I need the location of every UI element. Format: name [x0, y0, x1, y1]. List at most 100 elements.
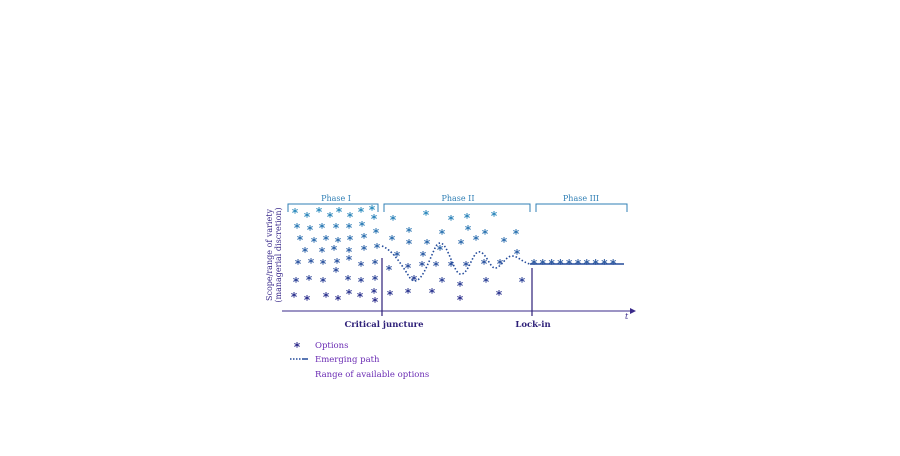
option-asterisk: *	[323, 233, 330, 247]
option-asterisk: *	[448, 213, 455, 227]
legend: * Options Emerging path Range of availab…	[290, 340, 429, 380]
option-asterisk: *	[295, 257, 302, 271]
option-asterisk: *	[319, 245, 326, 259]
phase-3-bracket	[535, 203, 628, 212]
option-asterisk: *	[424, 237, 431, 251]
option-asterisk: *	[359, 219, 366, 233]
y-axis-label-line-2: (managerial discretion)	[274, 207, 283, 302]
option-asterisk: *	[311, 235, 318, 249]
option-asterisk: *	[406, 237, 413, 251]
option-asterisk: *	[333, 221, 340, 235]
option-asterisk: *	[369, 203, 376, 217]
y-axis-label-line-1: Scope/range of variety	[265, 209, 274, 301]
option-asterisk: *	[429, 286, 436, 300]
option-asterisk: *	[389, 233, 396, 247]
option-asterisk: *	[327, 210, 334, 224]
option-asterisk: *	[335, 293, 342, 307]
option-asterisk: *	[374, 241, 381, 255]
option-asterisk: *	[433, 259, 440, 273]
option-asterisk: *	[473, 233, 480, 247]
option-asterisk: *	[291, 290, 298, 304]
option-asterisk: *	[347, 233, 354, 247]
option-asterisk: *	[320, 275, 327, 289]
option-asterisk: *	[513, 227, 520, 241]
option-asterisk: *	[465, 223, 472, 237]
phase-3-label: Phase III	[563, 194, 599, 203]
legend-options-label: Options	[315, 341, 349, 351]
option-asterisk: *	[483, 275, 490, 289]
options-scatter: ****************************************…	[291, 203, 617, 309]
option-asterisk: *	[491, 209, 498, 223]
option-asterisk: *	[293, 275, 300, 289]
option-asterisk: *	[372, 257, 379, 271]
phase-1-bracket	[287, 203, 379, 212]
x-axis-label: t	[625, 312, 629, 321]
option-asterisk: *	[464, 211, 471, 225]
option-asterisk: *	[336, 205, 343, 219]
option-asterisk: *	[345, 273, 352, 287]
option-asterisk: *	[514, 247, 521, 261]
lock-in-label: Lock-in	[515, 320, 550, 330]
option-asterisk: *	[316, 205, 323, 219]
legend-options-symbol: *	[294, 340, 301, 354]
phase-brackets	[287, 203, 628, 212]
option-asterisk: *	[411, 273, 418, 287]
option-asterisk: *	[308, 256, 315, 270]
option-asterisk: *	[334, 256, 341, 270]
option-asterisk: *	[346, 245, 353, 259]
option-asterisk: *	[496, 288, 503, 302]
option-asterisk: *	[320, 257, 327, 271]
option-asterisk: *	[420, 249, 427, 263]
option-asterisk: *	[405, 261, 412, 275]
option-asterisk: *	[371, 212, 378, 226]
option-asterisk: *	[306, 273, 313, 287]
option-asterisk: *	[423, 208, 430, 222]
option-asterisk: *	[294, 221, 301, 235]
option-asterisk: *	[405, 286, 412, 300]
option-asterisk: *	[304, 210, 311, 224]
option-asterisk: *	[448, 259, 455, 273]
option-asterisk: *	[437, 243, 444, 257]
option-asterisk: *	[458, 237, 465, 251]
option-asterisk: *	[386, 263, 393, 277]
legend-range-label: Range of available options	[315, 370, 429, 380]
option-asterisk: *	[373, 226, 380, 240]
option-asterisk: *	[371, 286, 378, 300]
option-asterisk: *	[419, 259, 426, 273]
option-asterisk: *	[357, 290, 364, 304]
option-asterisk: *	[323, 290, 330, 304]
option-asterisk: *	[519, 275, 526, 289]
x-axis-arrow-icon	[630, 308, 636, 314]
option-asterisk: *	[481, 257, 488, 271]
phase-2-label: Phase II	[441, 194, 474, 203]
option-asterisk: *	[347, 210, 354, 224]
option-asterisk: *	[302, 245, 309, 259]
option-asterisk: *	[463, 259, 470, 273]
emerging-path-dotted	[381, 242, 531, 282]
option-asterisk: *	[346, 221, 353, 235]
option-asterisk: *	[361, 231, 368, 245]
option-asterisk: *	[335, 235, 342, 249]
option-asterisk: *	[333, 265, 340, 279]
option-asterisk: *	[358, 259, 365, 273]
phase-1-label: Phase I	[321, 194, 351, 203]
option-asterisk: *	[439, 275, 446, 289]
option-asterisk: *	[406, 225, 413, 239]
option-asterisk: *	[331, 243, 338, 257]
option-asterisk: *	[501, 235, 508, 249]
option-asterisk: *	[297, 233, 304, 247]
option-asterisk: *	[358, 205, 365, 219]
legend-emerging-path-label: Emerging path	[315, 355, 380, 365]
option-asterisk: *	[387, 288, 394, 302]
option-asterisk: *	[457, 279, 464, 293]
option-asterisk: *	[497, 257, 504, 271]
option-asterisk: *	[307, 223, 314, 237]
critical-juncture-label: Critical juncture	[344, 320, 424, 330]
option-asterisk: *	[358, 275, 365, 289]
option-asterisk: *	[390, 213, 397, 227]
option-asterisk: *	[372, 295, 379, 309]
option-asterisk: *	[439, 227, 446, 241]
option-asterisk: *	[346, 287, 353, 301]
option-asterisk: *	[457, 293, 464, 307]
